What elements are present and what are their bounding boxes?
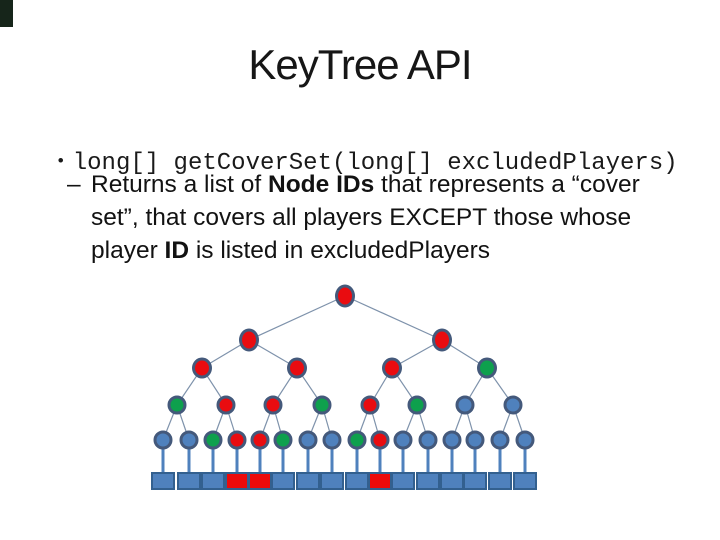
- sub-bullet-segment: player: [91, 237, 165, 264]
- leaf-square: [463, 472, 487, 490]
- leaf-square: [271, 472, 295, 490]
- leaf-square: [151, 472, 175, 490]
- tree-node: [360, 395, 380, 415]
- leaf-square: [177, 472, 201, 490]
- tree-node: [347, 430, 367, 450]
- slide-corner-mark: [0, 0, 13, 27]
- tree-node: [239, 328, 259, 352]
- code-text: long[] getCoverSet(long[] excludedPlayer…: [72, 150, 678, 177]
- tree-node: [490, 430, 510, 450]
- leaf-square: [488, 472, 512, 490]
- leaf-square: [391, 472, 415, 490]
- tree-node: [407, 395, 427, 415]
- tree-node: [287, 357, 307, 379]
- tree-node: [312, 395, 332, 415]
- tree-node: [455, 395, 475, 415]
- tree-node: [442, 430, 462, 450]
- tree-node: [515, 430, 535, 450]
- tree-node: [263, 395, 283, 415]
- leaf-square: [248, 472, 272, 490]
- leaf-square: [513, 472, 537, 490]
- leaf-square: [296, 472, 320, 490]
- sub-bullet-line: set”, that covers all players EXCEPT tho…: [91, 201, 684, 234]
- tree-node: [477, 357, 497, 379]
- leaf-square: [320, 472, 344, 490]
- tree-node: [393, 430, 413, 450]
- sub-bullet: – Returns a list of Node IDs that repres…: [64, 168, 684, 267]
- tree-node: [418, 430, 438, 450]
- tree-node: [273, 430, 293, 450]
- sub-bullet-segment: is listed in excludedPlayers: [189, 237, 490, 264]
- sub-bullet-line: player ID is listed in excludedPlayers: [91, 234, 684, 267]
- tree-node: [167, 395, 187, 415]
- tree-node: [179, 430, 199, 450]
- tree-node: [216, 395, 236, 415]
- tree-node: [203, 430, 223, 450]
- tree-node: [465, 430, 485, 450]
- leaf-square: [416, 472, 440, 490]
- tree-node: [503, 395, 523, 415]
- leaf-square: [225, 472, 249, 490]
- sub-bullet-dash: –: [67, 171, 81, 198]
- leaf-square: [368, 472, 392, 490]
- sub-bullet-segment: that represents a “cover: [374, 171, 640, 198]
- bullet-marker: •: [57, 151, 64, 170]
- tree-node: [322, 430, 342, 450]
- leaf-square: [345, 472, 369, 490]
- tree-node: [432, 328, 452, 352]
- sub-bullet-segment: Returns a list of: [91, 171, 269, 198]
- leaf-square: [201, 472, 225, 490]
- tree-node: [250, 430, 270, 450]
- tree-node: [382, 357, 402, 379]
- tree-node: [370, 430, 390, 450]
- page-title: KeyTree API: [248, 41, 472, 88]
- sub-bullet-line: Returns a list of Node IDs that represen…: [91, 168, 684, 201]
- tree-node: [192, 357, 212, 379]
- sub-bullet-segment: set”, that covers all players EXCEPT tho…: [91, 204, 632, 231]
- sub-bullet-bold-segment: ID: [164, 237, 190, 264]
- leaf-square: [440, 472, 464, 490]
- sub-bullet-lines: Returns a list of Node IDs that represen…: [91, 168, 684, 267]
- tree-node: [335, 284, 355, 308]
- bullet-item: • long[] getCoverSet(long[] excludedPlaye…: [40, 132, 678, 195]
- tree-node: [153, 430, 173, 450]
- tree-node: [227, 430, 247, 450]
- sub-bullet-bold-segment: Node IDs: [268, 171, 375, 198]
- tree-node: [298, 430, 318, 450]
